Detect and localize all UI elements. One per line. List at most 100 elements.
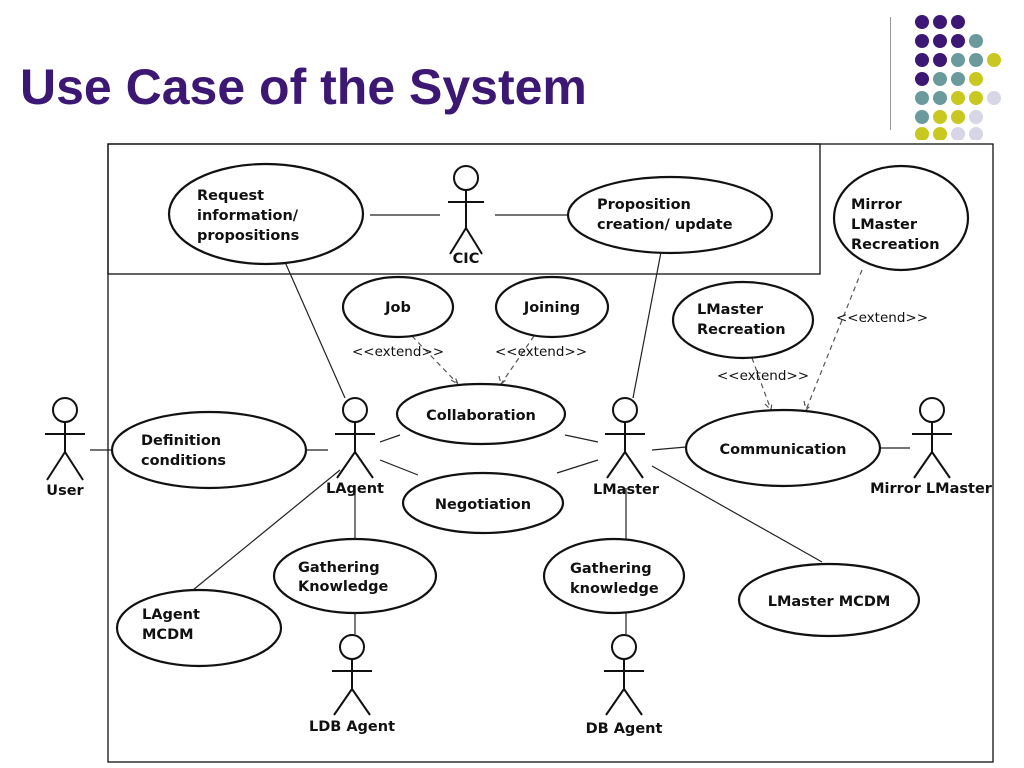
use-case-request-information: Request information/ propositions xyxy=(167,162,365,266)
actor-head xyxy=(611,634,637,660)
actor-body xyxy=(335,422,375,479)
extend-label: <<extend>> xyxy=(352,344,444,360)
cic-boundary xyxy=(107,143,821,275)
use-case-lmaster-recreation: LMaster Recreation xyxy=(671,280,815,360)
association-line xyxy=(651,465,823,563)
actor-head xyxy=(612,397,638,423)
extend-label: <<extend>> xyxy=(717,368,809,384)
use-case-label: Joining xyxy=(523,300,580,316)
use-case-label: creation/ update xyxy=(597,217,733,233)
use-case-ellipse xyxy=(494,275,610,339)
actor-head xyxy=(453,165,479,191)
actor-head xyxy=(342,397,368,423)
use-case-label: LAgent xyxy=(142,607,200,623)
use-case-label: LMaster xyxy=(851,217,918,233)
use-case-label: Gathering xyxy=(570,561,652,577)
actor-user xyxy=(45,397,85,481)
use-case-ellipse xyxy=(542,537,686,615)
extend-arrow xyxy=(751,357,773,412)
use-case-label: Negotiation xyxy=(435,497,531,513)
decorative-divider xyxy=(890,17,891,130)
actor-label-mirror-lmaster: Mirror LMaster xyxy=(870,481,993,497)
use-case-ellipse xyxy=(272,537,438,615)
use-case-label: Recreation xyxy=(851,237,940,253)
use-case-ellipse xyxy=(110,410,308,490)
actor-label-ldb-agent: LDB Agent xyxy=(309,719,395,735)
use-case-ellipse xyxy=(167,162,365,266)
association-line xyxy=(379,434,401,443)
actor-label-cic: CIC xyxy=(453,251,480,267)
extend-arrow xyxy=(803,269,863,412)
use-case-mirror-lmaster-recreation: Mirror LMaster Recreation xyxy=(832,164,970,272)
use-case-label: Job xyxy=(384,300,411,316)
use-case-ellipse xyxy=(395,382,567,446)
use-case-label: conditions xyxy=(141,453,226,469)
use-case-ellipse xyxy=(737,562,921,638)
use-case-negotiation: Negotiation xyxy=(401,471,565,535)
use-case-label: MCDM xyxy=(142,627,194,643)
use-case-label: Proposition xyxy=(597,197,691,213)
actor-label-lagent: LAgent xyxy=(326,481,384,497)
use-case-job: Job xyxy=(341,275,455,339)
association-line xyxy=(192,469,341,591)
use-case-label: Definition xyxy=(141,433,221,449)
use-case-lagent-mcdm: LAgent MCDM xyxy=(115,588,283,668)
actor-lagent xyxy=(335,397,375,479)
association-line xyxy=(556,459,599,474)
use-case-ellipse xyxy=(671,280,815,360)
association-line xyxy=(632,251,662,399)
association-line xyxy=(651,446,687,451)
associations xyxy=(90,214,910,634)
use-case-joining: Joining xyxy=(494,275,610,339)
use-case-label: Knowledge xyxy=(298,579,388,595)
actor-body xyxy=(45,422,85,481)
use-case-ellipse xyxy=(684,408,882,488)
actor-body xyxy=(332,659,372,716)
association-line xyxy=(564,434,599,443)
actor-label-db-agent: DB Agent xyxy=(586,721,663,737)
use-case-communication: Communication xyxy=(684,408,882,488)
use-case-label: LMaster xyxy=(697,302,764,318)
actor-body xyxy=(604,659,644,716)
extend-label: <<extend>> xyxy=(836,310,928,326)
slide-title: Use Case of the System xyxy=(20,59,587,115)
actor-body xyxy=(912,422,952,479)
use-case-gathering-knowledge-lagent: Gathering Knowledge xyxy=(272,537,438,615)
actor-lmaster xyxy=(605,397,645,479)
use-case-ellipse xyxy=(401,471,565,535)
extend-dependencies: <<extend>> <<extend>> <<extend>> <<exten… xyxy=(352,269,928,412)
use-case-ellipse xyxy=(832,164,970,272)
actor-head xyxy=(52,397,78,423)
actor-body xyxy=(605,422,645,479)
use-case-label: propositions xyxy=(197,228,299,244)
actor-cic xyxy=(448,165,484,255)
use-case-label: Collaboration xyxy=(426,408,536,424)
actor-db-agent xyxy=(604,634,644,716)
actor-ldb-agent xyxy=(332,634,372,716)
association-line xyxy=(284,261,346,399)
use-case-proposition-creation: Proposition creation/ update xyxy=(566,175,774,255)
use-case-ellipse xyxy=(341,275,455,339)
actor-head xyxy=(339,634,365,660)
association-line xyxy=(379,459,419,476)
use-case-ellipse xyxy=(115,588,283,668)
use-case-label: Gathering xyxy=(298,560,380,576)
use-case-gathering-knowledge-lmaster: Gathering knowledge xyxy=(542,537,686,615)
use-case-definition-conditions: Definition conditions xyxy=(110,410,308,490)
use-case-lmaster-mcdm: LMaster MCDM xyxy=(737,562,921,638)
use-case-label: Mirror xyxy=(851,197,903,213)
use-case-label: information/ xyxy=(197,208,299,224)
actor-label-user: User xyxy=(46,483,84,499)
actor-body xyxy=(448,190,484,255)
actor-mirror-lmaster xyxy=(912,397,952,479)
extend-label: <<extend>> xyxy=(495,344,587,360)
actor-head xyxy=(919,397,945,423)
use-case-label: Request xyxy=(197,188,264,204)
use-case-label: LMaster MCDM xyxy=(768,594,891,610)
actor-label-lmaster: LMaster xyxy=(593,482,660,498)
use-case-ellipse xyxy=(566,175,774,255)
use-case-label: knowledge xyxy=(570,581,659,597)
use-case-collaboration: Collaboration xyxy=(395,382,567,446)
use-case-label: Communication xyxy=(719,442,846,458)
